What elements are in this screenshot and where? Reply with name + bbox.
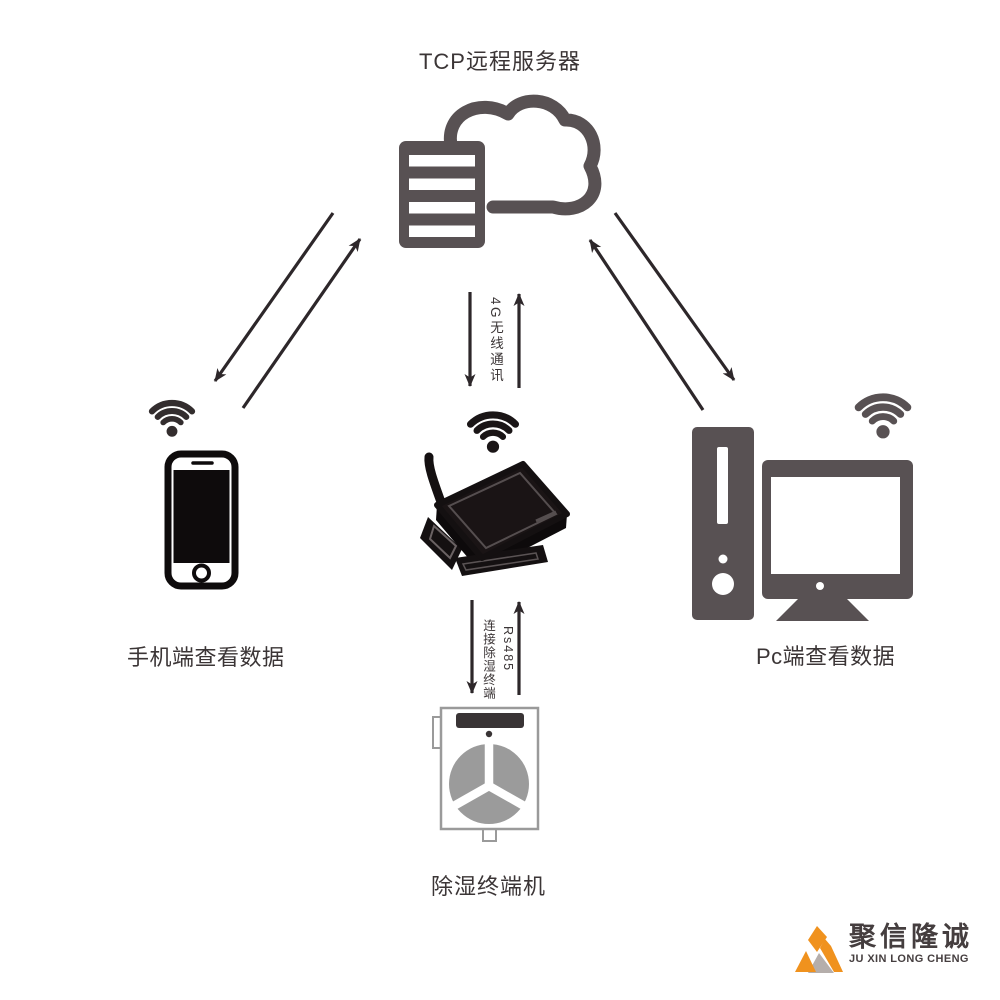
wifi-icon-pc	[859, 397, 908, 438]
cloud-server-icon	[399, 94, 602, 248]
mountain-logo-icon	[795, 926, 843, 973]
wifi-icon-phone	[152, 403, 192, 437]
link-label-rs485: Rs485	[501, 626, 515, 673]
diagram-title: TCP远程服务器	[418, 49, 581, 74]
arrow-phone-to-server	[241, 238, 362, 409]
smartphone-icon	[164, 450, 239, 590]
dehumidifier-fan-icon	[432, 706, 540, 842]
logo-name-en: JU XIN LONG CHENG	[849, 953, 969, 965]
link-label-4g-wireless: 4G无线通讯	[488, 297, 503, 385]
arrow-server-to-phone	[213, 212, 335, 382]
pc-node-label: Pc端查看数据	[756, 644, 896, 669]
desktop-pc-icon	[692, 427, 913, 621]
dehumidifier-node-label: 除湿终端机	[431, 874, 547, 899]
phone-node-label: 手机端查看数据	[127, 645, 285, 670]
logo-name-cn: 聚信隆诚	[849, 922, 973, 952]
link-label-connect-terminal: 连接除湿终端	[481, 619, 495, 700]
logo-text: 聚信隆诚 JU XIN LONG CHENG	[849, 921, 973, 965]
wifi-icon-gateway	[471, 415, 516, 453]
company-logo: 聚信隆诚 JU XIN LONG CHENG	[792, 921, 973, 975]
arrow-pc-to-server	[588, 239, 705, 411]
arrow-server-to-pc	[613, 212, 736, 381]
diagram-arrows	[213, 212, 736, 695]
4g-dtu-module-icon	[420, 452, 570, 576]
